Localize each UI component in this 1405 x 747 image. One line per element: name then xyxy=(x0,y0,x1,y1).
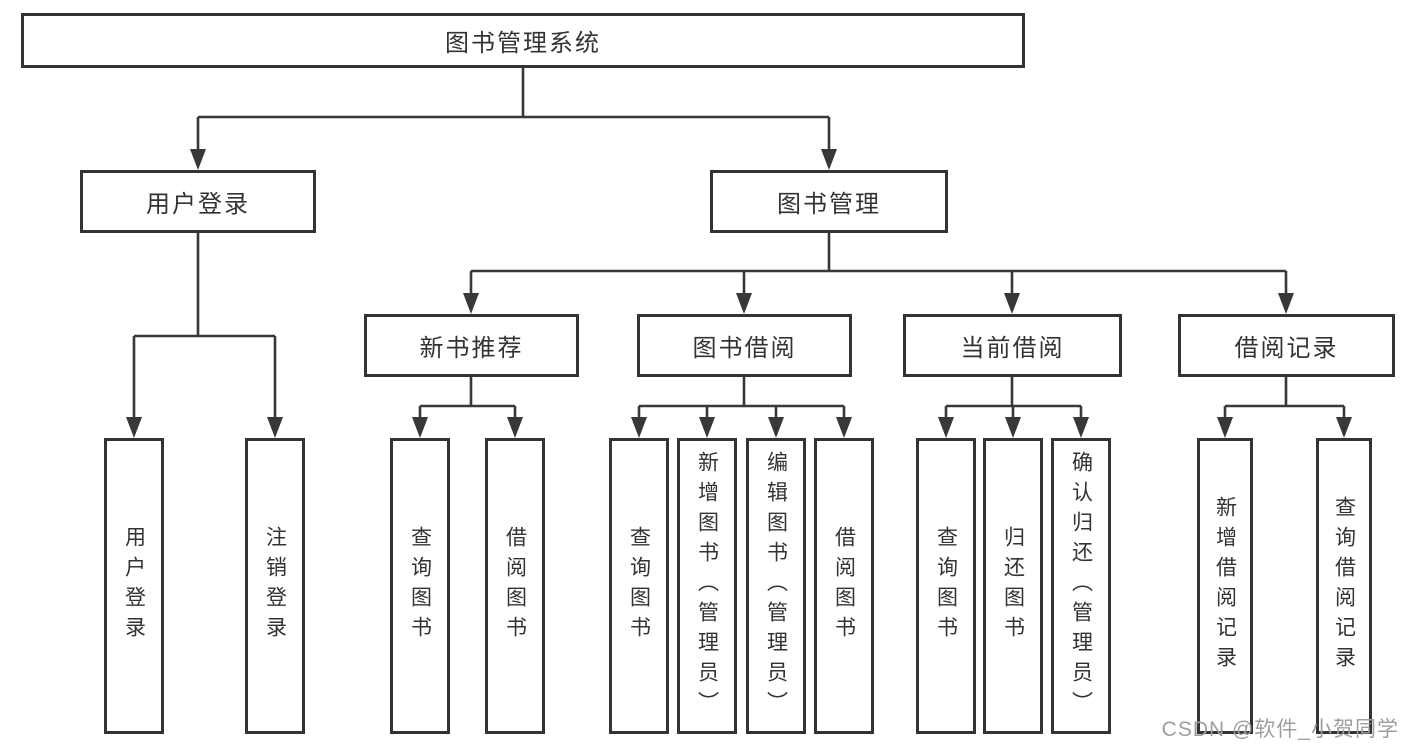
watermark: CSDN @软件_小贺同学 xyxy=(1161,718,1399,741)
leaf-bb-add-books-admin-label: 新增图书（管理员） xyxy=(695,451,719,721)
arrow-down-icon xyxy=(821,149,837,170)
connector-book-borrowing-to-leaves xyxy=(637,377,846,420)
arrow-down-icon xyxy=(507,417,523,438)
arrow-down-icon xyxy=(463,293,479,314)
leaf-logout: 注销登录 xyxy=(245,438,305,734)
node-library-system-label: 图书管理系统 xyxy=(445,30,601,57)
arrow-down-icon xyxy=(1278,293,1294,314)
leaf-cb-return-books-label: 归还图书 xyxy=(1001,526,1025,646)
leaf-bb-borrow-books-label: 借阅图书 xyxy=(832,526,856,646)
node-book-management-label: 图书管理 xyxy=(777,191,881,218)
leaf-logout-label: 注销登录 xyxy=(263,526,287,646)
arrow-down-icon xyxy=(736,293,752,314)
leaf-nb-borrow-books-label: 借阅图书 xyxy=(503,526,527,646)
arrow-down-icon xyxy=(1073,417,1089,438)
leaf-user-login-label: 用户登录 xyxy=(122,526,146,646)
connector-root-to-level2 xyxy=(196,68,831,151)
leaf-bb-query-books-label: 查询图书 xyxy=(627,526,651,646)
leaf-bb-edit-books-admin-label: 编辑图书（管理员） xyxy=(764,451,788,721)
arrow-down-icon xyxy=(1217,417,1233,438)
leaf-cb-query-books: 查询图书 xyxy=(916,438,976,734)
arrow-down-icon xyxy=(1004,293,1020,314)
node-borrowing-records: 借阅记录 xyxy=(1178,314,1395,377)
connector-user-login-to-leaves xyxy=(132,233,277,419)
leaf-cb-query-books-label: 查询图书 xyxy=(934,526,958,646)
leaf-nb-query-books: 查询图书 xyxy=(390,438,450,734)
arrow-down-icon xyxy=(126,417,142,438)
arrow-down-icon xyxy=(190,149,206,170)
connector-current-borrowing-to-leaves xyxy=(944,377,1083,420)
connector-paths xyxy=(132,68,1346,420)
arrow-down-icon xyxy=(1005,417,1021,438)
leaf-nb-borrow-books: 借阅图书 xyxy=(485,438,545,734)
arrow-down-icon xyxy=(412,417,428,438)
leaf-bb-query-books: 查询图书 xyxy=(609,438,669,734)
leaf-br-add-record: 新增借阅记录 xyxy=(1197,438,1253,734)
arrow-down-icon xyxy=(768,417,784,438)
arrow-down-icon xyxy=(699,417,715,438)
leaf-cb-confirm-return-admin: 确认归还（管理员） xyxy=(1051,438,1111,734)
node-library-system: 图书管理系统 xyxy=(21,13,1025,68)
connector-book-management-to-level3 xyxy=(469,233,1288,296)
node-borrowing-records-label: 借阅记录 xyxy=(1234,335,1339,362)
leaf-br-query-record-label: 查询借阅记录 xyxy=(1332,496,1356,676)
connector-borrowing-records-to-leaves xyxy=(1223,377,1346,420)
leaf-bb-borrow-books: 借阅图书 xyxy=(814,438,874,734)
node-book-borrowing: 图书借阅 xyxy=(637,314,852,377)
leaf-bb-add-books-admin: 新增图书（管理员） xyxy=(677,438,737,734)
arrow-down-icon xyxy=(267,417,283,438)
arrow-down-icon xyxy=(836,417,852,438)
leaf-bb-edit-books-admin: 编辑图书（管理员） xyxy=(746,438,806,734)
arrow-down-icon xyxy=(631,417,647,438)
node-current-borrowing: 当前借阅 xyxy=(903,314,1122,377)
node-book-management: 图书管理 xyxy=(710,170,948,233)
arrow-down-icon xyxy=(938,417,954,438)
leaf-br-query-record: 查询借阅记录 xyxy=(1316,438,1372,734)
arrow-down-icon xyxy=(1336,417,1352,438)
arrowheads xyxy=(126,149,1352,438)
leaf-nb-query-books-label: 查询图书 xyxy=(408,526,432,646)
node-user-login: 用户登录 xyxy=(80,170,316,233)
leaf-br-add-record-label: 新增借阅记录 xyxy=(1213,496,1237,676)
node-user-login-label: 用户登录 xyxy=(146,191,250,218)
node-book-borrowing-label: 图书借阅 xyxy=(692,335,797,362)
node-new-book-recommend: 新书推荐 xyxy=(364,314,579,377)
leaf-user-login: 用户登录 xyxy=(104,438,164,734)
leaf-cb-confirm-return-admin-label: 确认归还（管理员） xyxy=(1069,451,1093,721)
leaf-cb-return-books: 归还图书 xyxy=(983,438,1043,734)
node-current-borrowing-label: 当前借阅 xyxy=(960,335,1065,362)
connector-new-book-recommend-to-leaves xyxy=(418,377,517,420)
node-new-book-recommend-label: 新书推荐 xyxy=(419,335,524,362)
